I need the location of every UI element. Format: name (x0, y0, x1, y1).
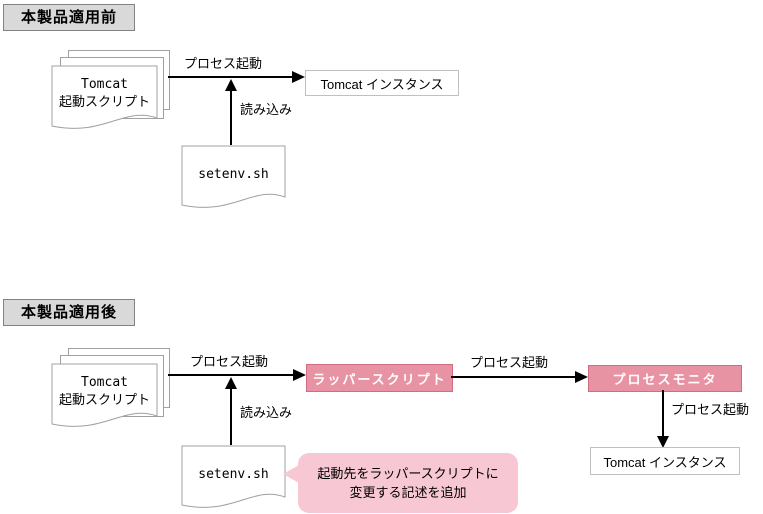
callout-tail (283, 465, 299, 483)
setenv-document: setenv.sh (181, 149, 286, 199)
process-monitor-box: プロセスモニタ (588, 365, 742, 392)
read-arrowhead (225, 79, 237, 91)
setenv-label: setenv.sh (198, 466, 269, 482)
tomcat-instance-label: Tomcat インスタンス (320, 76, 444, 92)
process-monitor-label: プロセスモニタ (612, 372, 718, 387)
tomcat-scripts-line1: Tomcat (81, 77, 128, 92)
process-start-arrow-line-2 (451, 376, 575, 378)
process-start-label-2: プロセス起動 (470, 355, 549, 370)
tomcat-instance-box: Tomcat インスタンス (305, 70, 459, 96)
setenv-document-shape (181, 445, 286, 508)
setenv-label: setenv.sh (198, 166, 269, 182)
tomcat-instance-label: Tomcat インスタンス (603, 454, 727, 470)
section-header-before: 本製品適用前 (3, 4, 135, 31)
read-arrowhead (225, 377, 237, 389)
read-arrow-line (230, 90, 232, 145)
process-start-arrowhead-1 (293, 369, 306, 381)
callout-bubble: 起動先をラッパースクリプトに 変更する記述を追加 (298, 453, 518, 513)
setenv-document: setenv.sh (181, 449, 286, 499)
process-start-arrowhead-2 (575, 371, 588, 383)
process-start-arrow-line-1 (168, 374, 293, 376)
tomcat-instance-box: Tomcat インスタンス (590, 447, 740, 475)
process-start-label-3: プロセス起動 (671, 402, 750, 417)
tomcat-scripts-document: Tomcat 起動スクリプト (51, 367, 158, 415)
read-label: 読み込み (240, 405, 293, 420)
callout-line2: 変更する記述を追加 (349, 485, 467, 500)
read-arrow-line (230, 389, 232, 445)
callout-line1: 起動先をラッパースクリプトに (317, 466, 499, 481)
process-start-label: プロセス起動 (184, 56, 263, 71)
process-start-arrow-line-3 (662, 390, 664, 436)
tomcat-scripts-document-shape (51, 65, 158, 129)
tomcat-scripts-document-shape (51, 363, 158, 427)
wrapper-script-label: ラッパースクリプト (312, 371, 447, 387)
process-start-arrow-line (168, 76, 292, 78)
tomcat-scripts-document: Tomcat 起動スクリプト (51, 69, 158, 117)
setenv-document-shape (181, 145, 286, 208)
read-label: 読み込み (240, 102, 293, 117)
section-header-after: 本製品適用後 (3, 299, 135, 326)
process-start-label-1: プロセス起動 (190, 354, 269, 369)
process-start-arrowhead-3 (657, 436, 669, 448)
tomcat-scripts-line2: 起動スクリプト (58, 94, 150, 109)
tomcat-scripts-line2: 起動スクリプト (58, 392, 150, 407)
wrapper-script-box: ラッパースクリプト (306, 364, 453, 392)
tomcat-scripts-line1: Tomcat (81, 375, 128, 390)
process-start-arrowhead (292, 71, 305, 83)
